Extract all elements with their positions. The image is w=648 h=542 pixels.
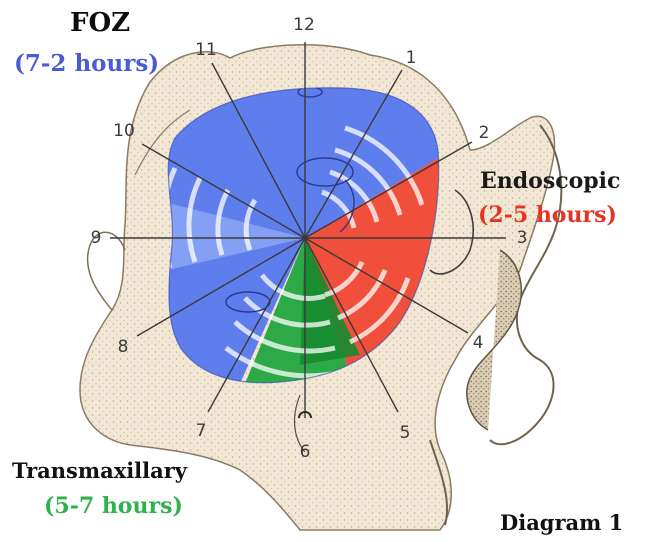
clock-number-6: 6 [300,442,311,462]
clock-number-5: 5 [400,423,411,443]
clock-number-7: 7 [196,421,207,441]
clock-number-4: 4 [473,333,484,353]
clock-number-3: 3 [517,228,528,248]
clock-number-12: 12 [293,15,315,35]
clock-number-10: 10 [113,121,135,141]
clock-number-9: 9 [91,228,102,248]
transmaxillary-title: Transmaxillary [12,460,187,481]
clock-number-11: 11 [195,40,217,60]
foz-hours: (7-2 hours) [14,52,159,75]
clock-number-2: 2 [479,123,490,143]
diagram-caption: Diagram 1 [500,512,623,533]
clock-number-8: 8 [118,337,129,357]
endoscopic-title: Endoscopic [480,170,620,192]
clock-number-1: 1 [406,48,417,68]
endoscopic-hours: (2-5 hours) [478,204,617,226]
transmaxillary-hours: (5-7 hours) [44,495,183,517]
foz-title: FOZ [70,10,130,36]
